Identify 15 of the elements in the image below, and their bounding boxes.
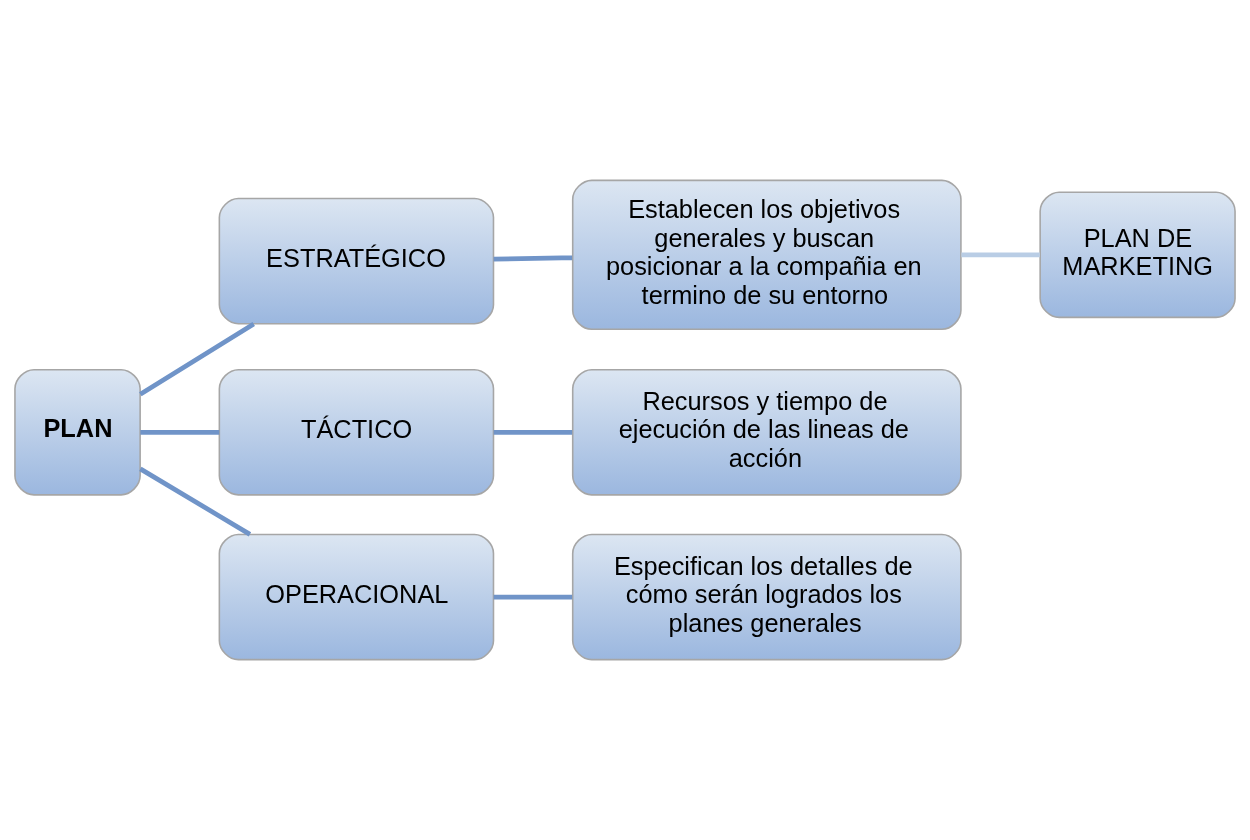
connector [493, 429, 573, 435]
connector [139, 321, 255, 397]
connector [140, 429, 220, 435]
connector [961, 252, 1040, 258]
node-box: Recursos y tiempo de ejecución de las lineas de acción [571, 368, 962, 496]
node-box: TÁCTICO [218, 368, 495, 496]
node-box: Especifican los detalles de cómo serán logrados los planes generales [571, 533, 962, 661]
connector [139, 466, 252, 537]
connector [493, 594, 573, 600]
node-box: ESTRATÉGICO [218, 197, 495, 325]
node-box: Establecen los objetivos generales y buscan posicionar a la compañia en termino de su entorno [571, 179, 962, 331]
node-box: OPERACIONAL [218, 533, 495, 661]
node-box: PLAN [14, 368, 141, 496]
node-box: PLAN DE MARKETING [1039, 191, 1236, 319]
connector [493, 255, 573, 262]
